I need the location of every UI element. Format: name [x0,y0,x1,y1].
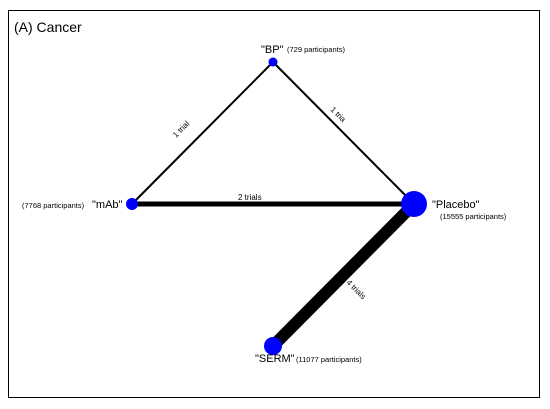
node-placebo [401,191,427,217]
edge-label-bp-mab: 1 trial [171,119,191,139]
node-serm [264,337,282,355]
node-label-bp: "BP" [261,44,284,56]
node-participants-bp: (729 participants) [287,45,345,54]
node-label-mab: "mAb" [92,199,123,211]
edge-placebo-serm [268,199,419,351]
node-participants-placebo: (15555 participants) [440,212,507,221]
edge-bp-placebo [272,61,415,205]
node-participants-serm: (11077 participants) [296,355,362,364]
edge-label-mab-placebo: 2 trials [238,193,262,202]
node-participants-mab: (7768 participants) [22,201,85,210]
edge-bp-mab [131,61,274,205]
node-mab [126,198,138,210]
edge-label-placebo-serm: 4 trials [345,278,368,301]
node-bp [268,57,278,67]
node-label-serm: "SERM" [255,353,295,365]
panel-title: (A) Cancer [14,19,82,35]
node-label-placebo: "Placebo" [432,199,480,211]
